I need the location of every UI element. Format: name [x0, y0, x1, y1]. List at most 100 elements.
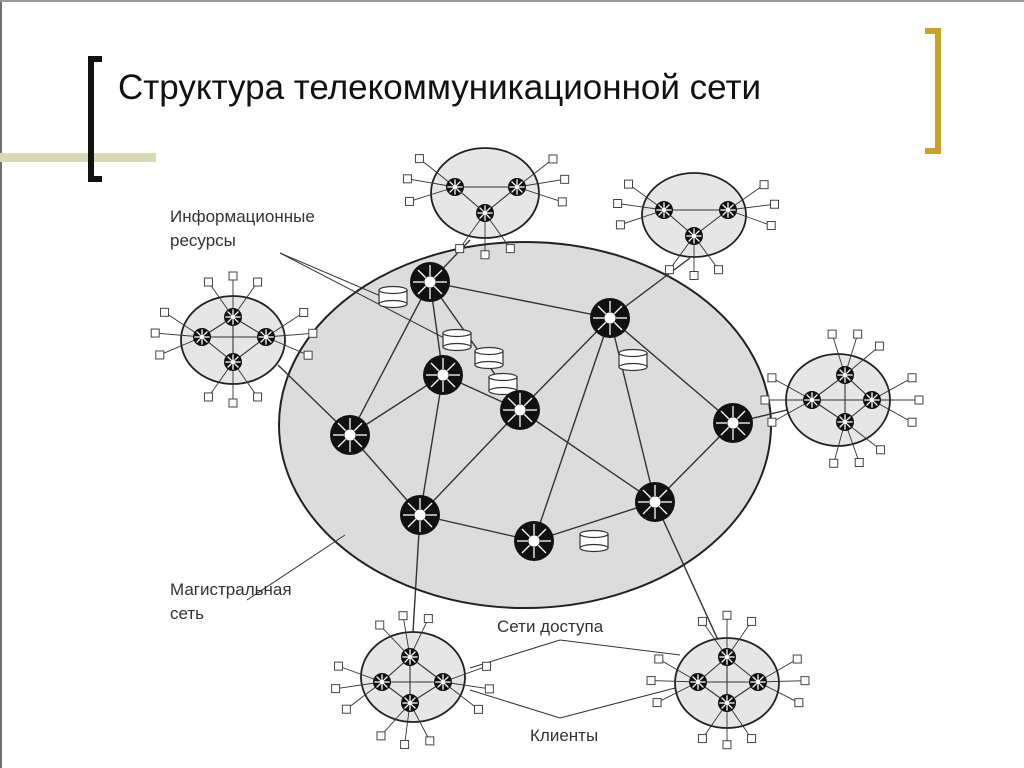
- access-router-spoke: [846, 369, 851, 374]
- access-router-hub: [379, 679, 385, 685]
- client-terminal: [455, 244, 465, 254]
- access-router-spoke: [456, 188, 461, 193]
- access-router-spoke: [846, 376, 851, 381]
- backbone-router-hub: [414, 509, 426, 521]
- backbone-router: [423, 355, 463, 395]
- client-terminal: [375, 620, 385, 630]
- access-router-spoke: [479, 207, 484, 212]
- backbone-router-spoke: [642, 505, 652, 515]
- client-terminal: [654, 654, 664, 664]
- client-terminal: [800, 676, 810, 686]
- backbone-router-spoke: [537, 528, 547, 538]
- info-resource-server-bottom: [378, 299, 408, 309]
- client-terminal: [854, 457, 864, 467]
- left-bracket-decoration: [88, 56, 102, 182]
- access-router-hub: [482, 210, 488, 216]
- access-router-hub: [230, 359, 236, 365]
- backbone-router-spoke: [736, 426, 746, 436]
- client-terminal: [747, 616, 757, 626]
- access-router: [373, 673, 391, 691]
- diagram-labels: Информационные ресурсы Магистральная сет…: [170, 207, 604, 745]
- access-router: [257, 328, 275, 346]
- backbone-router-spoke: [613, 305, 623, 315]
- access-router-spoke: [813, 394, 818, 399]
- access-router: [446, 178, 464, 196]
- access-router-spoke: [227, 363, 232, 368]
- access-router-spoke: [721, 651, 726, 656]
- backbone-router: [635, 482, 675, 522]
- backbone-router: [330, 415, 370, 455]
- client-terminal: [615, 220, 625, 230]
- access-router: [193, 328, 211, 346]
- backbone-router-hub: [727, 417, 739, 429]
- backbone-router-spoke: [597, 305, 607, 315]
- client-terminal: [423, 614, 433, 624]
- client-terminal: [747, 734, 757, 744]
- client-terminal: [557, 197, 567, 207]
- access-router-hub: [691, 233, 697, 239]
- access-router-spoke: [665, 204, 670, 209]
- client-terminal: [792, 654, 802, 664]
- backbone-router-spoke: [353, 422, 363, 432]
- access-router-spoke: [376, 683, 381, 688]
- backbone-router-spoke: [736, 410, 746, 420]
- backbone-router-spoke: [430, 378, 440, 388]
- access-router-hub: [842, 419, 848, 425]
- client-terminal: [652, 698, 662, 708]
- slide-frame-left: [0, 0, 2, 768]
- client-terminal: [769, 199, 779, 209]
- access-router-spoke: [196, 331, 201, 336]
- access-router-hub: [407, 654, 413, 660]
- access-router-hub: [869, 397, 875, 403]
- backbone-router: [500, 390, 540, 430]
- client-terminal: [159, 307, 169, 317]
- access-router-spoke: [404, 697, 409, 702]
- client-terminal: [480, 250, 490, 260]
- access-router-spoke: [722, 211, 727, 216]
- access-router-spoke: [729, 204, 734, 209]
- label-access-networks: Сети доступа: [497, 617, 604, 636]
- client-terminal: [689, 271, 699, 280]
- backbone-router: [400, 495, 440, 535]
- backbone-link: [419, 374, 444, 516]
- client-terminal: [203, 277, 213, 287]
- backbone-router-spoke: [658, 489, 668, 499]
- access-router: [719, 201, 737, 219]
- client-terminal: [827, 329, 837, 339]
- info-resource-server: [488, 372, 518, 396]
- backbone-router-hub: [649, 496, 661, 508]
- label-info-resources-1: Информационные: [170, 207, 315, 226]
- access-router-spoke: [846, 423, 851, 428]
- leader-access-right: [559, 639, 681, 656]
- access-router-spoke: [846, 416, 851, 421]
- backbone-router-spoke: [613, 321, 623, 331]
- slide-frame-top: [0, 0, 1024, 2]
- backbone-router-spoke: [446, 362, 456, 372]
- access-router-hub: [407, 700, 413, 706]
- backbone-router-spoke: [407, 502, 417, 512]
- access-router-spoke: [806, 401, 811, 406]
- client-terminal: [398, 611, 408, 621]
- client-terminal: [714, 265, 724, 275]
- access-router-spoke: [444, 676, 449, 681]
- backbone-router-spoke: [720, 410, 730, 420]
- backbone-link: [609, 317, 656, 503]
- backbone-router-spoke: [423, 502, 433, 512]
- info-resource-server-top: [378, 285, 408, 295]
- backbone-router-spoke: [407, 518, 417, 528]
- label-clients: Клиенты: [530, 726, 598, 745]
- backbone-router-hub: [604, 312, 616, 324]
- client-terminal: [308, 328, 318, 338]
- access-router-spoke: [806, 394, 811, 399]
- backbone-router-spoke: [430, 362, 440, 372]
- access-router-spoke: [203, 331, 208, 336]
- leader-clients-right: [559, 687, 676, 719]
- client-terminal: [303, 350, 313, 360]
- backbone-router-spoke: [523, 397, 533, 407]
- access-router: [401, 648, 419, 666]
- access-router: [863, 391, 881, 409]
- leader-info-resources-1: [279, 252, 391, 301]
- info-resource-server-top: [488, 372, 518, 382]
- backbone-router-spoke: [507, 413, 517, 423]
- access-router-spoke: [376, 676, 381, 681]
